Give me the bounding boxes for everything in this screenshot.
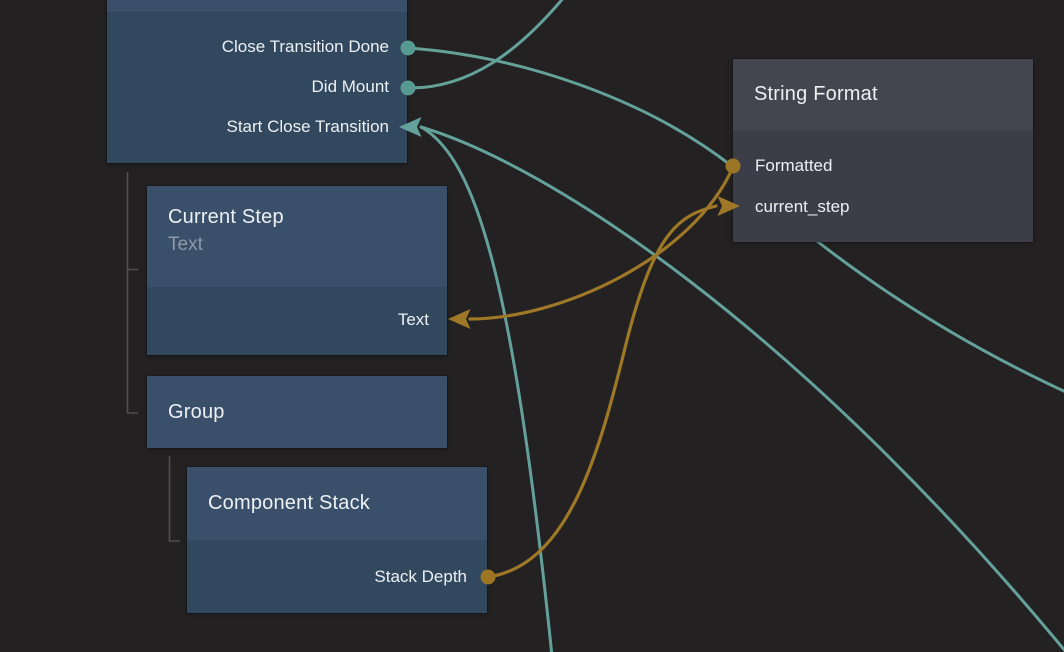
tree-line-group-children	[168, 456, 180, 542]
node-current-step-subtitle: Text	[168, 234, 203, 255]
edge-start-close-transition-a[interactable]	[419, 125, 1064, 652]
pin-label-close-transition-done: Close Transition Done	[221, 37, 389, 56]
port-stack-depth[interactable]	[480, 569, 496, 585]
row-formatted: Formatted	[733, 145, 1033, 186]
edge-formatted-to-text[interactable]	[468, 165, 735, 321]
edge-stack-depth-to-current-step[interactable]	[486, 204, 718, 579]
pin-label-current-step: current_step	[755, 197, 850, 216]
node-component-stack-header: Component Stack	[187, 467, 487, 540]
node-component-stack-title: Component Stack	[208, 492, 370, 514]
node-group-title: Group	[168, 400, 225, 423]
edge-start-close-transition-b[interactable]	[419, 125, 554, 652]
port-arrow-start-close-transition[interactable]	[399, 117, 422, 137]
port-arrow-text-input[interactable]	[448, 309, 471, 329]
pin-label-stack-depth: Stack Depth	[374, 567, 467, 586]
node-current-step-title: Current Step	[168, 206, 284, 228]
node-component-stack[interactable]: Component Stack Stack Depth	[187, 467, 487, 613]
node-group[interactable]: Group	[147, 376, 447, 448]
node-screen-body: Close Transition Done Did Mount Start Cl…	[107, 13, 407, 163]
node-string-format-header: String Format	[733, 59, 1033, 130]
tree-line-screen-children	[126, 172, 138, 414]
port-did-mount[interactable]	[400, 80, 416, 96]
node-string-format[interactable]: String Format Formatted current_step	[733, 59, 1033, 242]
edge-did-mount[interactable]	[406, 0, 565, 90]
pin-label-formatted: Formatted	[755, 156, 833, 175]
node-current-step[interactable]: Current Step Text Text	[147, 186, 447, 355]
port-formatted[interactable]	[725, 158, 741, 174]
node-string-format-body: Formatted current_step	[733, 130, 1033, 242]
row-current-step: current_step	[733, 186, 1033, 227]
node-screen[interactable]: Close Transition Done Did Mount Start Cl…	[107, 0, 407, 163]
node-current-step-body: Text	[147, 287, 447, 355]
node-component-stack-body: Stack Depth	[187, 540, 487, 613]
port-close-transition-done[interactable]	[400, 40, 416, 56]
node-screen-header	[107, 0, 407, 13]
pin-label-did-mount: Did Mount	[311, 77, 389, 96]
pin-label-text: Text	[397, 310, 429, 329]
node-string-format-title: String Format	[754, 83, 878, 105]
node-group-header: Group	[147, 376, 447, 448]
node-current-step-header: Current Step Text	[147, 186, 447, 287]
pin-label-start-close-transition: Start Close Transition	[226, 117, 389, 136]
port-arrow-current-step-input[interactable]	[717, 196, 741, 216]
